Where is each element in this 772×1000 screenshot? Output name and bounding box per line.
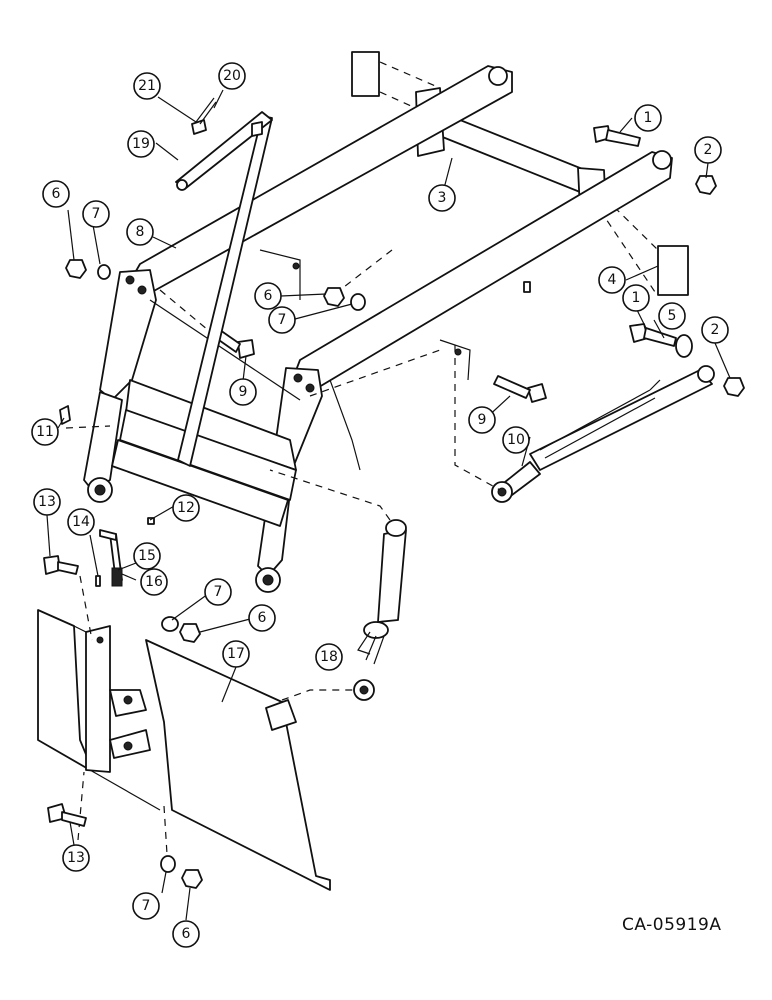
svg-text:1: 1 — [632, 290, 641, 306]
callout-9b: 9 — [468, 406, 496, 434]
washer-7-center — [350, 293, 366, 311]
rod-19 — [175, 111, 273, 467]
svg-text:2: 2 — [711, 322, 720, 338]
callout-18: 18 — [315, 643, 343, 671]
hydraulic-cylinder-bucket — [353, 519, 407, 701]
svg-text:13: 13 — [67, 850, 85, 866]
callout-6b: 6 — [254, 282, 282, 310]
callout-7c: 7 — [204, 578, 232, 606]
bolt-13-top — [43, 555, 79, 575]
mounting-plate-rear — [351, 51, 380, 97]
callout-12: 12 — [172, 494, 200, 522]
callout-7a: 7 — [82, 200, 110, 228]
callout-6d: 6 — [172, 920, 200, 948]
svg-text:7: 7 — [92, 206, 101, 222]
leader-lines — [46, 89, 731, 921]
bolt-13-bottom — [47, 803, 87, 827]
frame-bracing — [111, 249, 531, 527]
svg-text:19: 19 — [132, 136, 150, 152]
svg-text:9: 9 — [478, 412, 487, 428]
callout-20: 20 — [218, 62, 246, 90]
svg-text:8: 8 — [136, 224, 145, 240]
washer-7-bottom — [160, 855, 176, 873]
bolt-1-top — [593, 125, 641, 147]
svg-text:17: 17 — [227, 646, 245, 662]
svg-text:4: 4 — [608, 272, 617, 288]
callout-2a: 2 — [694, 136, 722, 164]
nut-2-top — [695, 175, 717, 195]
washer-5 — [675, 334, 693, 358]
svg-text:6: 6 — [264, 288, 273, 304]
nut-2-lower — [723, 377, 745, 397]
bucket-attachment — [37, 609, 331, 891]
callout-11: 11 — [31, 418, 59, 446]
svg-text:5: 5 — [668, 308, 677, 324]
callout-10: 10 — [502, 426, 530, 454]
callout-7b: 7 — [268, 306, 296, 334]
callout-21: 21 — [133, 72, 161, 100]
callout-7d: 7 — [132, 892, 160, 920]
svg-text:7: 7 — [278, 312, 287, 328]
callout-8: 8 — [126, 218, 154, 246]
nut-6-lower — [179, 623, 201, 643]
washer-7-left — [97, 264, 111, 280]
svg-text:3: 3 — [438, 190, 447, 206]
drawing-code: CA-05919A — [622, 915, 721, 935]
svg-text:20: 20 — [223, 68, 241, 84]
svg-text:18: 18 — [320, 649, 338, 665]
callout-15: 15 — [133, 542, 161, 570]
svg-text:6: 6 — [182, 926, 191, 942]
nut-6-center — [323, 287, 345, 307]
callout-14: 14 — [67, 508, 95, 536]
callout-13a: 13 — [33, 488, 61, 516]
svg-text:11: 11 — [36, 424, 54, 440]
svg-text:6: 6 — [52, 186, 61, 202]
callout-6c: 6 — [248, 604, 276, 632]
svg-text:7: 7 — [214, 584, 223, 600]
svg-text:14: 14 — [72, 514, 90, 530]
svg-text:13: 13 — [38, 494, 56, 510]
svg-text:7: 7 — [142, 898, 151, 914]
callout-16: 16 — [140, 568, 168, 596]
callout-6a: 6 — [42, 180, 70, 208]
callout-17: 17 — [222, 640, 250, 668]
svg-text:6: 6 — [258, 610, 267, 626]
nut-6-left — [65, 259, 87, 279]
washer-7-lower — [161, 616, 179, 632]
bolt-1-lower — [629, 323, 677, 347]
svg-text:9: 9 — [239, 384, 248, 400]
svg-text:15: 15 — [138, 548, 156, 564]
callout-3: 3 — [428, 184, 456, 212]
bolt-9-left — [215, 329, 255, 359]
callout-5: 5 — [658, 302, 686, 330]
svg-text:10: 10 — [507, 432, 525, 448]
svg-text:1: 1 — [644, 110, 653, 126]
spring-16 — [111, 567, 123, 587]
svg-text:12: 12 — [177, 500, 195, 516]
callout-1b: 1 — [622, 284, 650, 312]
nut-6-bottom — [181, 869, 203, 889]
callout-1a: 1 — [634, 104, 662, 132]
callout-4: 4 — [598, 266, 626, 294]
callout-9a: 9 — [229, 378, 257, 406]
svg-text:16: 16 — [145, 574, 163, 590]
bolt-9-right — [493, 375, 547, 403]
svg-text:2: 2 — [704, 142, 713, 158]
pin-20-21 — [191, 97, 217, 135]
hydraulic-cylinder-boom — [491, 365, 715, 503]
callout-2b: 2 — [701, 316, 729, 344]
spring-12 — [147, 517, 155, 525]
callout-19: 19 — [127, 130, 155, 158]
callout-13b: 13 — [62, 844, 90, 872]
svg-text:21: 21 — [138, 78, 156, 94]
pin-14 — [95, 575, 101, 587]
mounting-plate-right — [657, 245, 689, 296]
boom-arm-right — [255, 150, 673, 593]
